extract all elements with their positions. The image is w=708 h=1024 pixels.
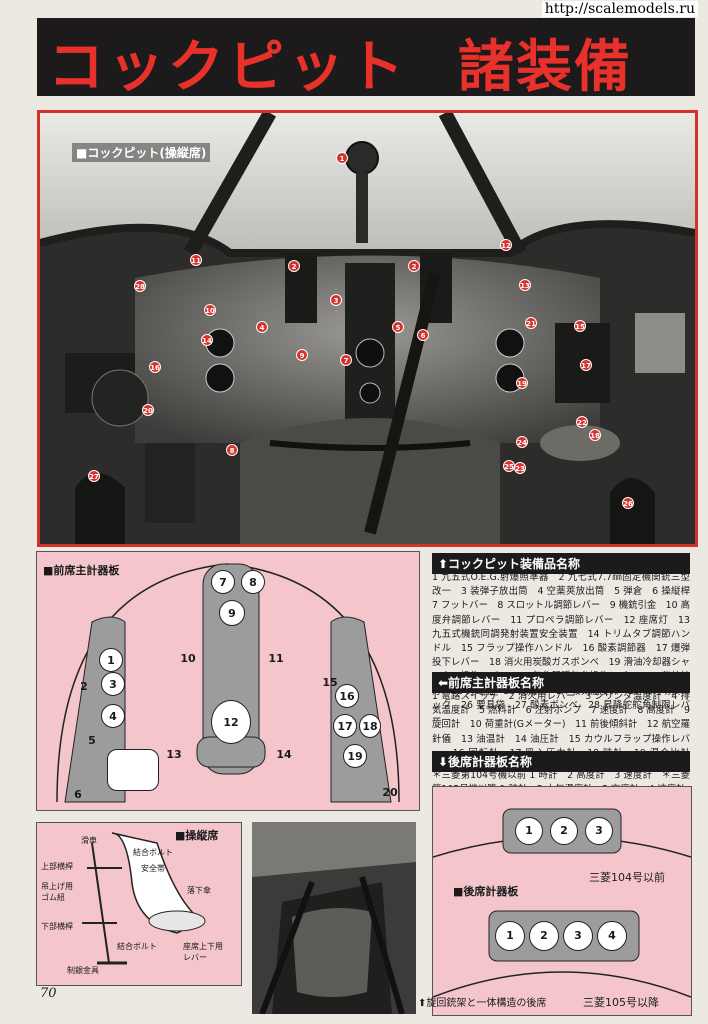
photo-marker: 2: [408, 260, 420, 272]
photo-marker: 19: [516, 377, 528, 389]
front-panel-gauge-9: 9: [219, 600, 245, 626]
photo-marker: 24: [516, 436, 528, 448]
front-panel-gauge-8: 8: [241, 570, 265, 594]
photo-marker: 10: [204, 304, 216, 316]
header-bar: [37, 18, 695, 96]
seat-label-bolt-bottom: 結合ボルト: [117, 942, 157, 951]
rear-panel-list-heading: ⬇後席計器板名称: [432, 751, 690, 772]
front-panel-gauge-7: 7: [211, 570, 235, 594]
equipment-list-heading: ⬆コックピット装備品名称: [432, 553, 690, 574]
photo-marker: 7: [340, 354, 352, 366]
rear-seat-photo-caption: ⬆旋回銃架と一体構造の後席: [418, 998, 547, 1009]
rear-seat-photo-illustration: [252, 822, 416, 1014]
rear-panel-bottom-gauge-1: 1: [495, 921, 525, 951]
photo-marker: 27: [88, 470, 100, 482]
cockpit-photo-illustration: [40, 113, 695, 544]
photo-marker: 2: [288, 260, 300, 272]
rear-panel-top-gauge-1: 1: [515, 817, 543, 845]
rear-panel-bottom-gauge-4: 4: [597, 921, 627, 951]
photo-marker: 6: [417, 329, 429, 341]
photo-marker: 23: [514, 462, 526, 474]
photo-marker: 25: [503, 460, 515, 472]
front-panel-gauge-6: 6: [74, 788, 82, 801]
photo-marker: 21: [525, 317, 537, 329]
photo-marker: 9: [296, 349, 308, 361]
rear-panel-top-gauge-2: 2: [550, 817, 578, 845]
photo-marker: 22: [576, 416, 588, 428]
rear-panel-top-gauge-3: 3: [585, 817, 613, 845]
rear-panel-bottom-label: 三菱105号以降: [583, 996, 659, 1009]
photo-label: ■コックピット(操縦席): [72, 143, 211, 162]
front-panel-gauge-18: 18: [359, 714, 381, 738]
rear-panel-top-label: 三菱104号以前: [589, 871, 665, 884]
watermark-url: http://scalemodels.ru: [541, 1, 698, 17]
seat-drawing: [82, 832, 206, 965]
rear-panel-title: ■後席計器板: [453, 885, 519, 898]
photo-marker: 1: [336, 152, 348, 164]
seat-label-parachute: 落下傘: [187, 886, 211, 895]
photo-marker: 3: [330, 294, 342, 306]
seat-label-brake: 制銀金具: [67, 966, 99, 975]
front-panel-gauge-13: 13: [166, 748, 182, 761]
photo-marker: 17: [580, 359, 592, 371]
page-subtitle: 諸装備: [458, 35, 632, 100]
cockpit-photo: [37, 110, 698, 547]
front-panel-gauge-3: 3: [101, 672, 125, 696]
seat-label-sling: 吊上げ用 ゴム紐: [41, 882, 73, 902]
photo-marker: 16: [149, 361, 161, 373]
front-panel-gauge-2: 2: [80, 680, 88, 693]
photo-marker: 20: [142, 404, 154, 416]
page-title: コックピット: [48, 35, 408, 100]
front-panel-title: ■前席主計器板: [43, 564, 120, 577]
front-panel-gauge-16: 16: [335, 684, 359, 708]
photo-marker: 12: [500, 239, 512, 251]
front-panel-gauge-10: 10: [180, 652, 196, 665]
seat-label-seat-lever: 座席上下用 レバー: [183, 942, 223, 962]
photo-marker: 5: [392, 321, 404, 333]
photo-marker: 26: [622, 497, 634, 509]
front-panel-gauge-5: 5: [88, 734, 96, 747]
photo-marker: 28: [134, 280, 146, 292]
seat-diagram: ■操縦席 滑車 上部横桿 吊上げ用 ゴム紐 下部横桿 制銀金具 結合ボルト 安全…: [36, 822, 242, 986]
seat-label-rail: 滑車: [81, 836, 97, 845]
seat-label-bolt-top: 結合ボルト: [133, 848, 173, 857]
front-panel-gauge-20: 20: [382, 786, 398, 799]
rear-panel-bottom-gauge-3: 3: [563, 921, 593, 951]
front-panel-gauge-15: 15: [322, 676, 338, 689]
front-panel-gauge-19: 19: [343, 744, 367, 768]
front-panel-gauge-12: 12: [211, 700, 251, 744]
front-panel-gauge-17: 17: [333, 714, 357, 738]
photo-marker: 4: [256, 321, 268, 333]
photo-marker: 18: [589, 429, 601, 441]
front-panel-lower-left-cluster: [107, 749, 159, 791]
photo-marker: 11: [190, 254, 202, 266]
front-panel-gauge-11: 11: [268, 652, 284, 665]
photo-marker: 8: [226, 444, 238, 456]
front-panel-gauge-4: 4: [101, 704, 125, 728]
seat-label-upper-beam: 上部横桿: [41, 862, 73, 871]
seat-label-belt: 安全帯: [141, 864, 165, 873]
front-panel-list-heading: ⬅前席主計器板名称: [432, 672, 690, 693]
front-panel-gauge-1: 1: [99, 648, 123, 672]
page-number: 70: [40, 986, 57, 1001]
rear-panel-bottom-gauge-2: 2: [529, 921, 559, 951]
photo-marker: 13: [519, 279, 531, 291]
rear-seat-photo: [252, 822, 416, 1014]
photo-marker: 15: [574, 320, 586, 332]
front-panel-gauge-14: 14: [276, 748, 292, 761]
seat-title: ■操縦席: [175, 829, 219, 842]
photo-marker: 14: [201, 334, 213, 346]
seat-label-lower-beam: 下部横桿: [41, 922, 73, 931]
